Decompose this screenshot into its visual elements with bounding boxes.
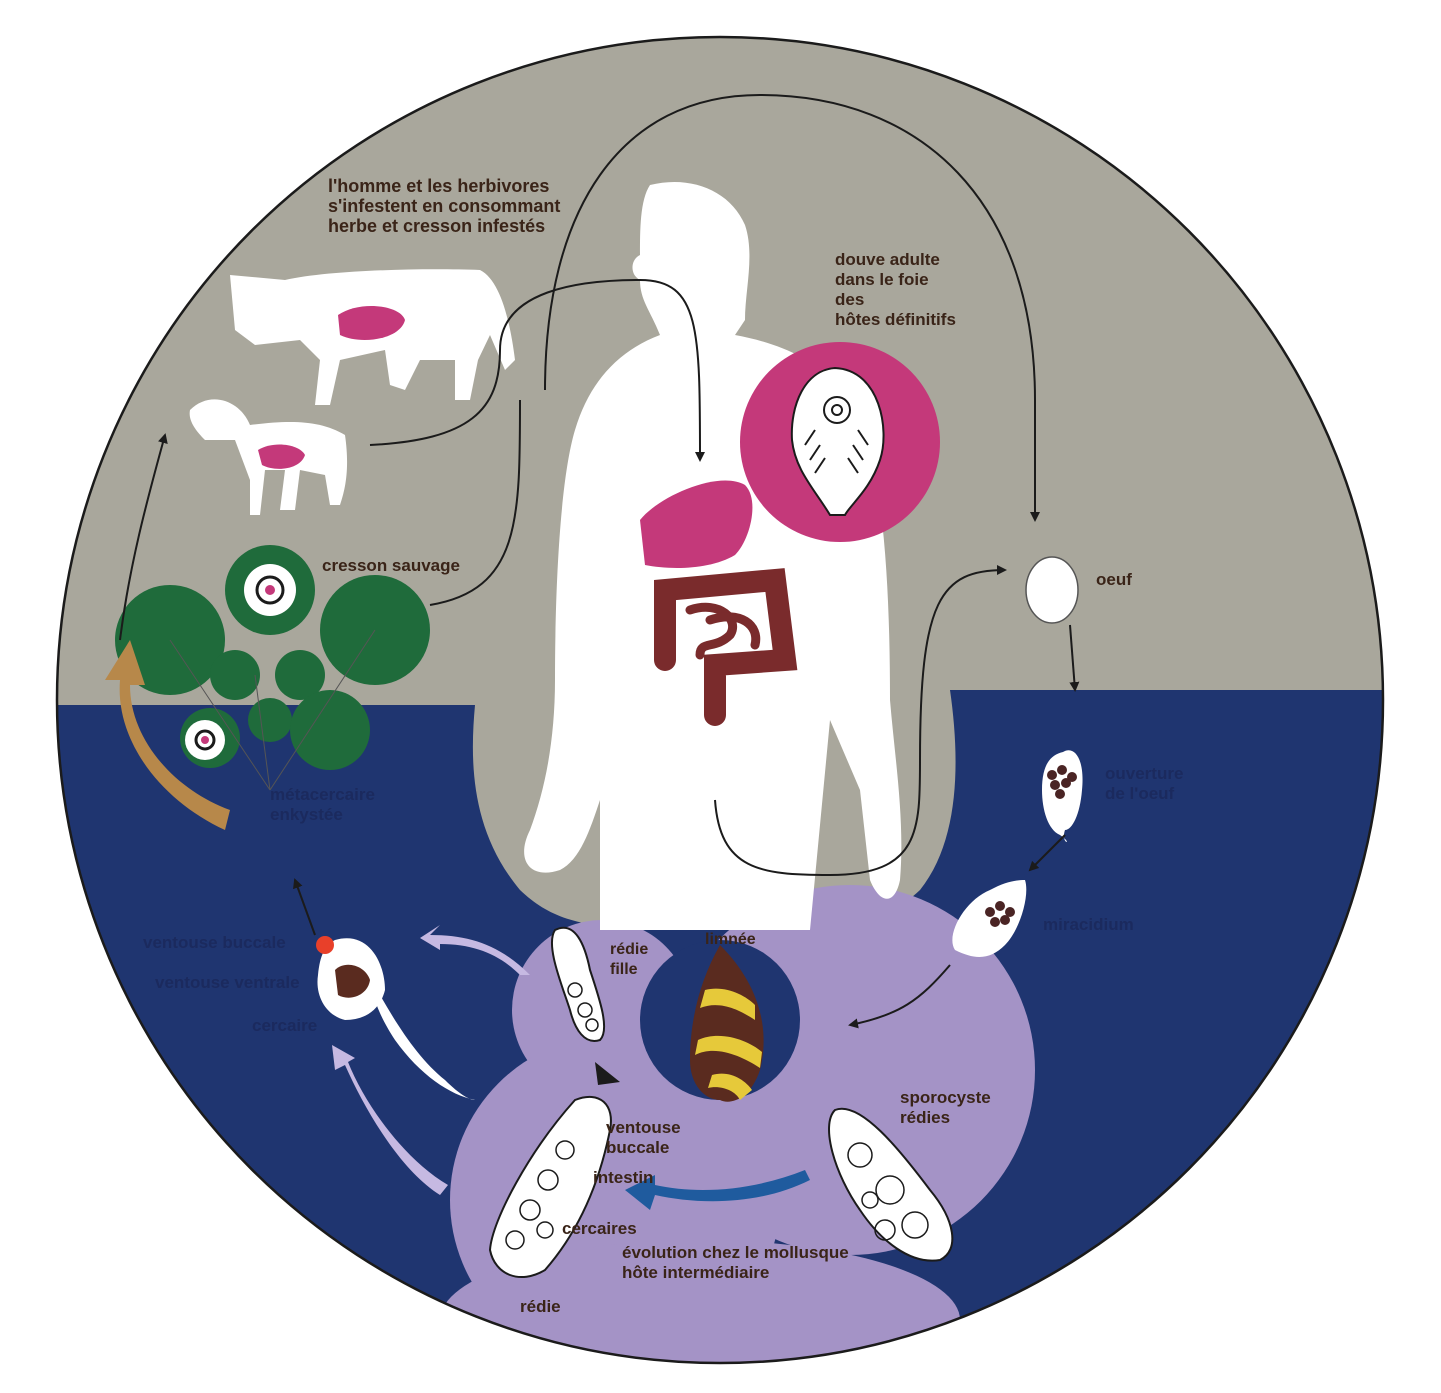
label-egg-opening: ouverture de l'oeuf — [1105, 764, 1183, 804]
label-cercariae: cercaires — [562, 1219, 637, 1239]
label-daughter-redia: rédie fille — [610, 940, 648, 980]
label-metacercaria: métacercaire enkystée — [270, 785, 375, 825]
label-cress: cresson sauvage — [322, 556, 460, 576]
label-adult-fluke: douve adulte dans le foie des hôtes défi… — [835, 250, 956, 330]
label-miracidium: miracidium — [1043, 915, 1134, 935]
label-infestation: l'homme et les herbivores s'infestent en… — [328, 176, 560, 236]
label-redia: rédie — [520, 1297, 561, 1317]
label-egg: oeuf — [1096, 570, 1132, 590]
label-intestine: intestin — [593, 1168, 653, 1188]
label-snail: limnée — [705, 930, 756, 950]
label-oral-sucker: ventouse buccale — [143, 933, 286, 953]
label-evolution: évolution chez le mollusque hôte intermé… — [622, 1243, 849, 1283]
label-ventral-sucker: ventouse ventrale — [155, 973, 300, 993]
label-cercaria: cercaire — [252, 1016, 317, 1036]
egg-icon — [1026, 557, 1078, 623]
label-redia-oral-sucker: ventouse buccale — [606, 1118, 681, 1158]
label-sporocyst: sporocyste rédies — [900, 1088, 991, 1128]
